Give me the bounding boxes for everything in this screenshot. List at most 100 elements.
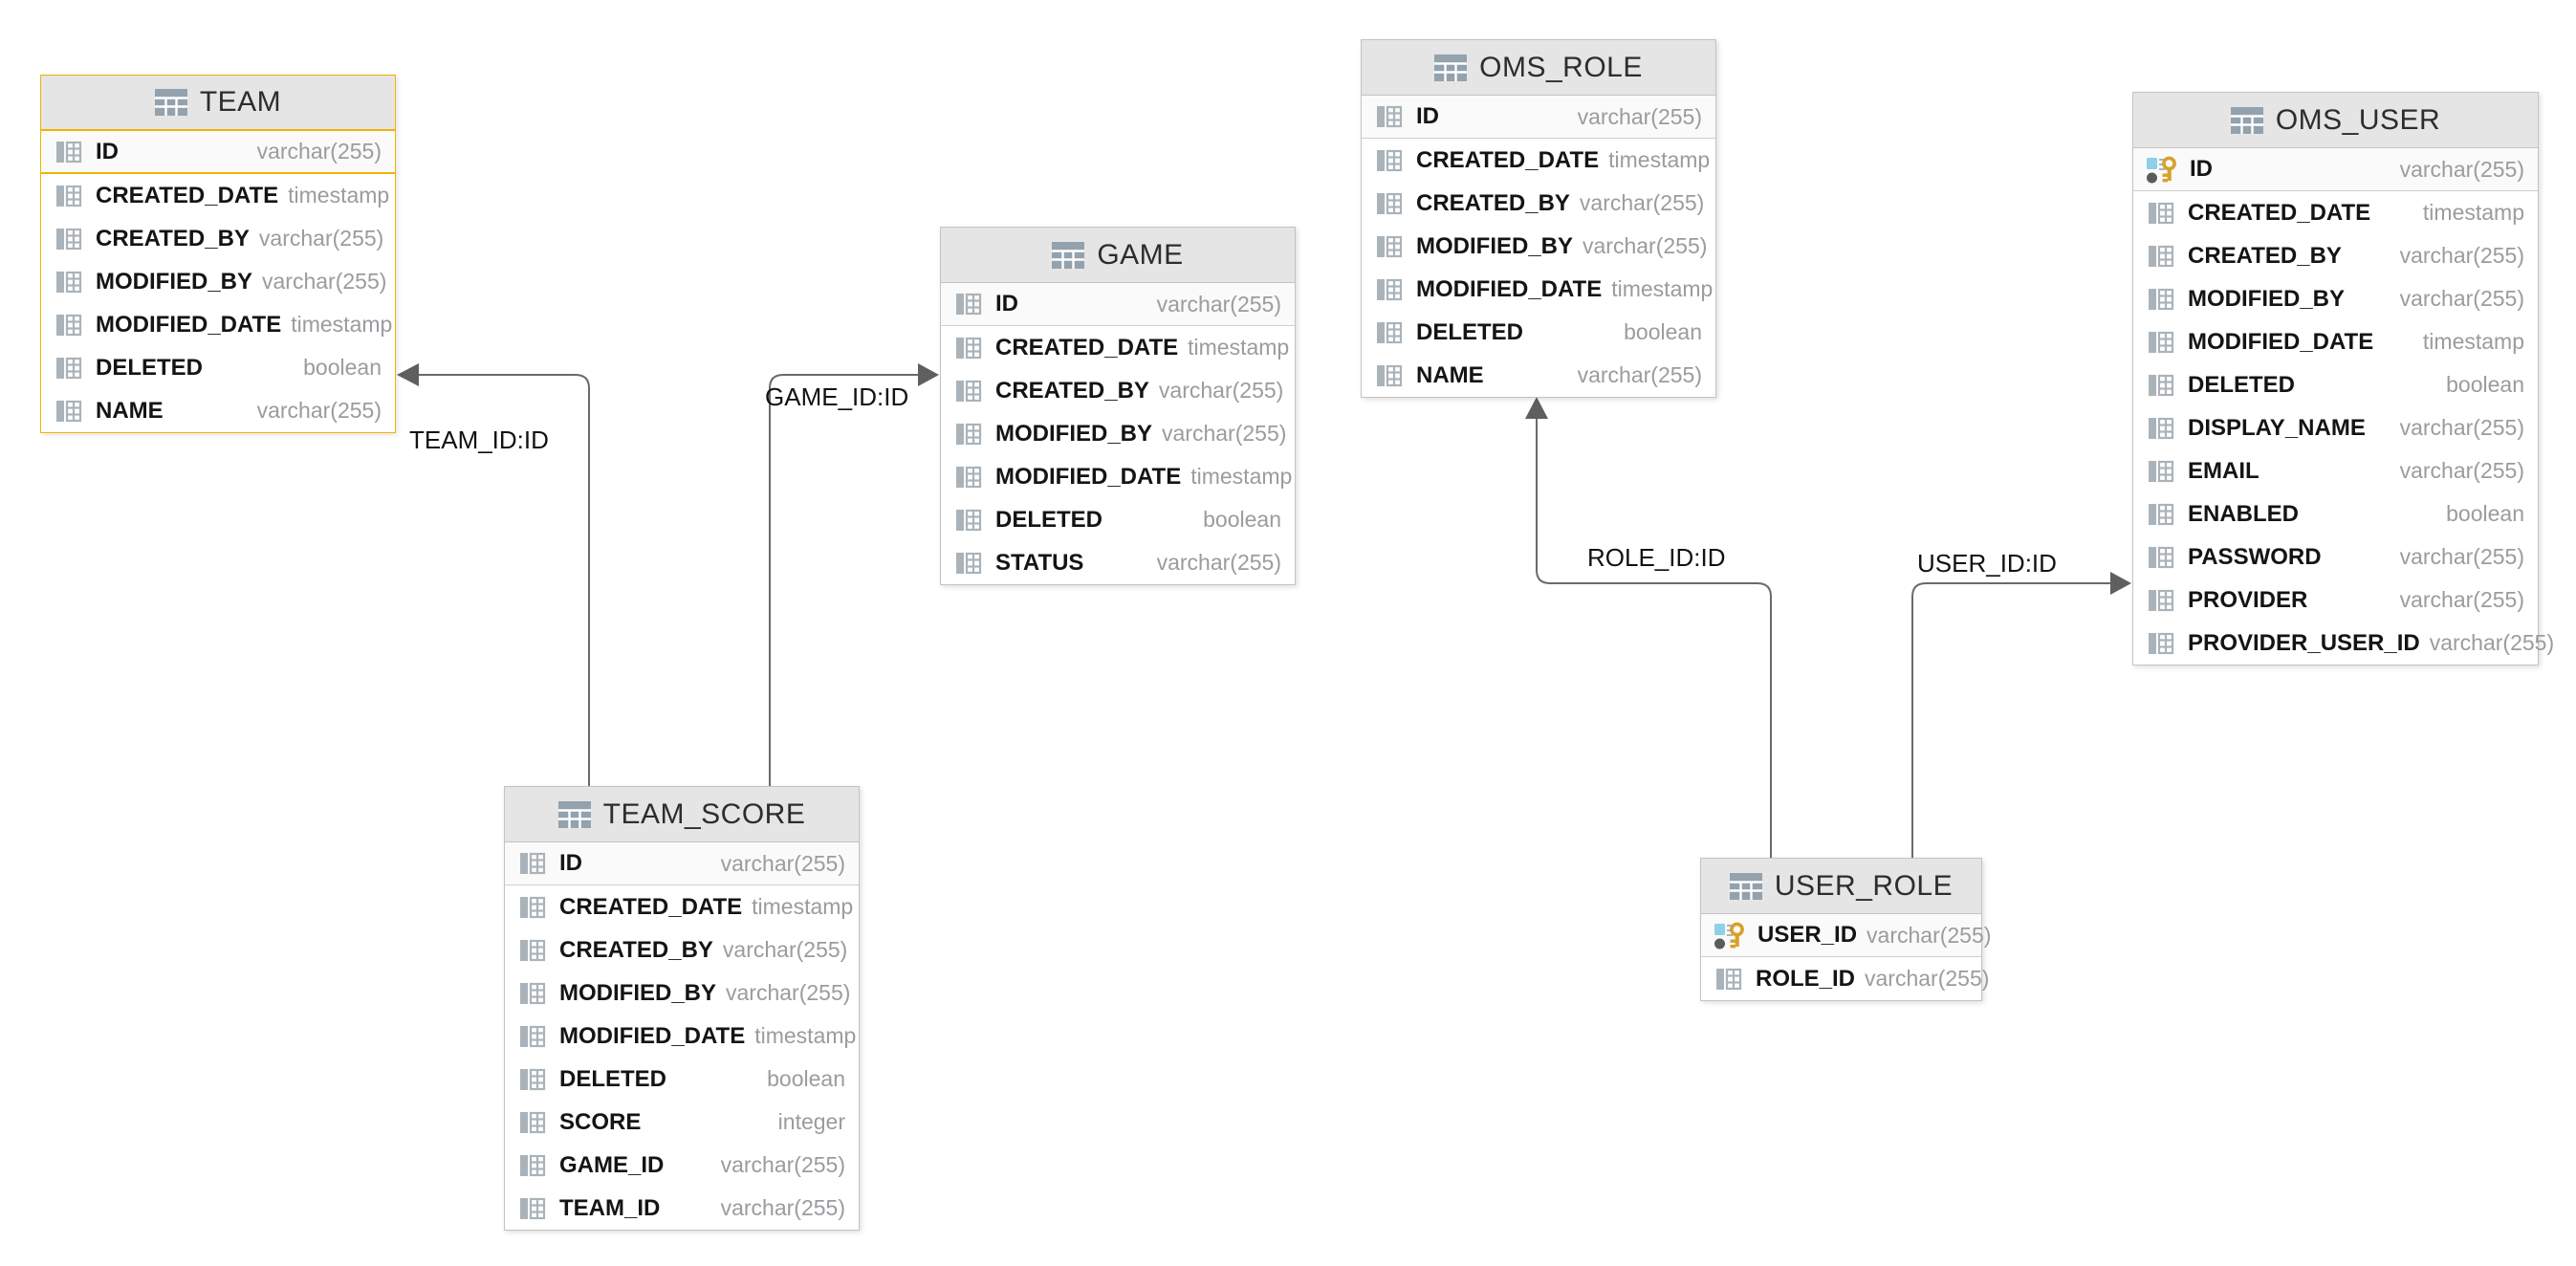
column-type: varchar(255) [2429,630,2555,655]
column-name: MODIFIED_DATE [2188,328,2374,355]
column-icon [2149,245,2174,267]
relationship-team-id-id[interactable] [397,363,590,786]
column-icon [2149,503,2174,525]
column-type: varchar(255) [2399,458,2524,483]
column-type: varchar(255) [1158,378,1284,403]
column-name: MODIFIED_BY [2188,285,2346,312]
column-icon [1716,968,1742,990]
column-icon [1377,278,1403,300]
column-type: timestamp [2422,200,2524,225]
column-type: varchar(255) [720,850,845,876]
table-title: OMS_USER [2275,103,2441,136]
relationship-line[interactable] [1536,419,1772,858]
column-icon [2149,331,2174,353]
relationship-line[interactable] [419,374,590,786]
table-header[interactable]: OMS_ROLE [1362,40,1715,96]
column-type: varchar(255) [720,1195,845,1220]
table-header[interactable]: GAME [941,228,1295,283]
column-icon [1377,105,1403,128]
column-name: SCORE [559,1108,642,1135]
table-header[interactable]: USER_ROLE [1701,859,1981,914]
column-row[interactable]: MODIFIED_BY varchar(255) [2133,277,2538,320]
column-type: varchar(255) [2399,243,2524,268]
relationship-label: TEAM_ID:ID [409,426,549,454]
column-name: NAME [96,397,164,424]
column-row[interactable]: TEAM_ID varchar(255) [505,1187,859,1230]
column-type: boolean [1203,507,1281,532]
column-name: TEAM_ID [559,1194,661,1221]
column-name: MODIFIED_DATE [1416,275,1603,302]
relationship-line[interactable] [769,374,918,786]
table-header[interactable]: TEAM_SCORE [505,787,859,842]
relationship-game-id-id[interactable] [769,363,939,786]
table-header[interactable]: TEAM [41,76,395,131]
column-icon [1377,235,1403,257]
column-type: varchar(255) [2399,544,2524,569]
column-icon [956,509,982,531]
relationship-user-id-id[interactable] [1911,572,2131,858]
relationship-label: ROLE_ID:ID [1587,543,1726,572]
relationship-role-id-id[interactable] [1525,397,1772,858]
relationship-line[interactable] [1911,582,2110,858]
column-row[interactable]: CREATED_DATE timestamp [2133,191,2538,234]
table-icon [2230,106,2263,134]
column-icon [520,852,546,875]
column-icon [2149,589,2174,611]
column-name: NAME [1416,361,1484,388]
column-type: varchar(255) [1156,550,1281,575]
column-icon [520,1197,546,1219]
column-name: CREATED_DATE [2188,199,2371,226]
column-type: varchar(255) [2399,286,2524,311]
table-header[interactable]: OMS_USER [2133,93,2538,148]
column-type: varchar(255) [258,226,384,251]
